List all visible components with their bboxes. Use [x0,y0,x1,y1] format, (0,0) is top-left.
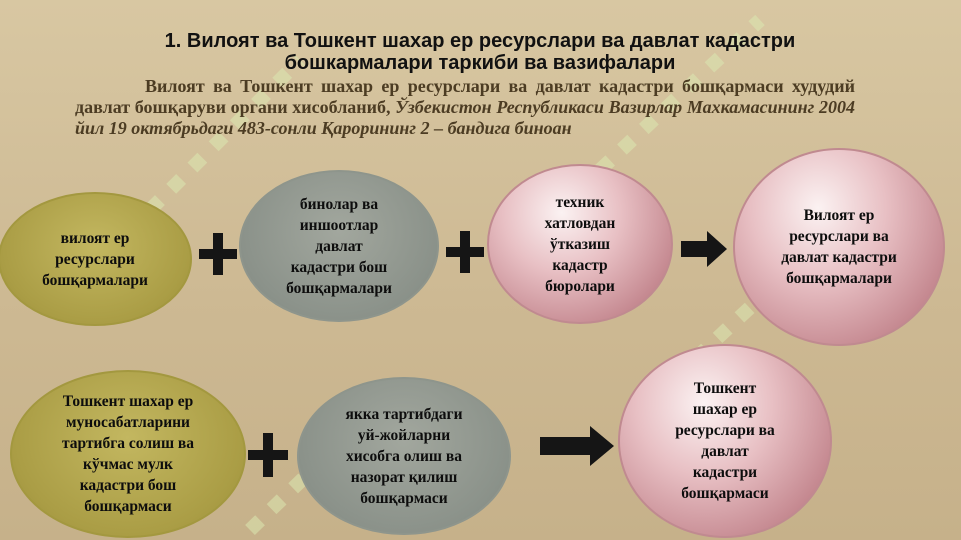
arrow-right-icon [681,231,727,267]
intro-paragraph: Вилоят ва Тошкент шахар ер ресурслари ва… [75,76,855,139]
node-regional-land-cadastre-result: Вилоят ер ресурслари ва давлат кадастри … [733,148,945,346]
arrow-right-icon [540,426,614,466]
page-title-line-2: бошкармалари таркиби ва вазифалари [284,52,676,74]
node-technical-inventory-bureaus: техник хатловдан ўтказиш кадастр бюролар… [487,164,673,324]
node-text: Тошкент шахар ер муносабатларини тартибг… [61,393,195,515]
node-buildings-cadastre: бинолар ва иншоотлар давлат кадастри бош… [239,170,439,322]
node-text: бинолар ва иншоотлар давлат кадастри бош… [286,195,392,297]
node-individual-housing-registration: якка тартибдаги уй-жойларни хисобга олиш… [297,377,511,535]
plus-icon [199,233,237,275]
intro-text: Вилоят ва Тошкент шахар ер ресурслари ва… [75,76,855,117]
plus-icon [248,433,288,477]
node-text: вилоят ер ресурслари бошқармалари [42,229,148,289]
node-text: якка тартибдаги уй-жойларни хисобга олиш… [345,405,463,507]
node-text: Тошкент шахар ер ресурслари ва давлат ка… [675,380,775,502]
node-tashkent-land-cadastre-result: Тошкент шахар ер ресурслари ва давлат ка… [618,344,832,538]
plus-icon [446,231,484,273]
node-text: техник хатловдан ўтказиш кадастр бюролар… [544,193,616,295]
page-title: 1. Вилоят ва Тошкент шахар ер ресурслари… [60,30,900,74]
node-tashkent-land-relations: Тошкент шахар ер муносабатларини тартибг… [10,370,246,538]
page-title-line-1: 1. Вилоят ва Тошкент шахар ер ресурслари… [164,30,796,52]
intro-decree-reference: Ўзбекистон Республикаси Вазирлар Махкама… [75,97,855,138]
node-regional-land-resources: вилоят ер ресурслари бошқармалари [0,192,192,326]
node-text: Вилоят ер ресурслари ва давлат кадастри … [781,207,897,287]
